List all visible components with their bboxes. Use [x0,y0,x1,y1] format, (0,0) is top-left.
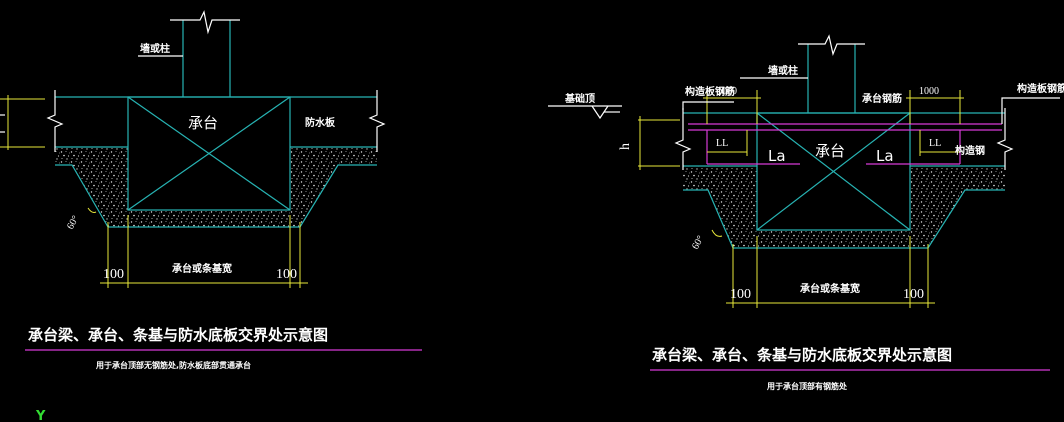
left-cap-box [127,96,291,211]
left-angle-label: 60° [65,214,82,232]
left-cap-label: 承台 [188,114,218,132]
right-subtitle: 用于承台顶部有钢筋处 [766,381,848,391]
right-bottom-dimension [726,236,935,308]
left-title: 承台梁、承台、条基与防水底板交界处示意图 [28,326,328,344]
left-angle-arc [87,207,97,213]
ucs-y-axis-label: Y [35,409,46,422]
right-ll-right: LL [929,138,941,149]
right-right-break [996,108,1014,170]
right-ll-left: LL [716,138,728,149]
right-rebars [688,123,1002,165]
right-cap-label: 承台 [815,142,845,160]
right-cap-box [756,112,911,231]
left-bottom-dimension [100,215,308,288]
right-break-symbol [368,90,386,152]
left-detail: 墙或柱 承台 防水板 60° 100 承台或条基宽 100 承台梁、承台、条基与… [0,10,422,370]
left-break-symbol [46,90,64,152]
right-la-right: La [876,147,894,165]
left-column [170,10,240,97]
right-dim-100-right: 100 [903,287,924,302]
right-title: 承台梁、承台、条基与防水底板交界处示意图 [652,346,952,364]
right-rebar-mid-label: 承台钢筋 [862,92,902,105]
left-subtitle: 用于承台顶部无钢筋处,防水板底部贯通承台 [95,360,251,370]
right-left-break [674,108,692,170]
right-la-left: La [768,147,786,165]
right-base-label: 基础顶 [564,92,595,105]
right-angle-label: 60° [690,234,707,252]
right-h-dimension [548,105,680,170]
right-dim-width-label: 承台或条基宽 [800,282,860,295]
right-gravel-bed [683,166,1005,248]
left-column-label: 墙或柱 [140,42,170,55]
left-dim-width-label: 承台或条基宽 [172,262,232,275]
right-h-label: h [618,143,633,150]
left-waterproof-label: 防水板 [305,116,336,129]
left-gravel-bed [55,147,377,227]
right-rebar-side-label: 构造钢 [955,144,985,157]
right-1000-dimensions [703,90,964,156]
left-edge-dimension [0,95,45,150]
right-column-label: 墙或柱 [768,64,798,77]
right-detail: 1000 1000 LL LL La La h 基础顶 构造板钢筋 墙或柱 承台… [548,34,1064,391]
left-dim-100-left: 100 [103,267,124,282]
left-dim-100-right: 100 [276,267,297,282]
right-column [798,34,865,113]
right-rebar-right-label: 构造板钢筋 [1017,82,1064,95]
right-dim-1000-right: 1000 [919,86,939,97]
right-angle-arc [711,229,723,237]
right-rebar-left-label: 构造板钢筋 [685,85,735,98]
right-dim-100-left: 100 [730,287,751,302]
right-dim-1000-left: 1000 [717,86,737,97]
